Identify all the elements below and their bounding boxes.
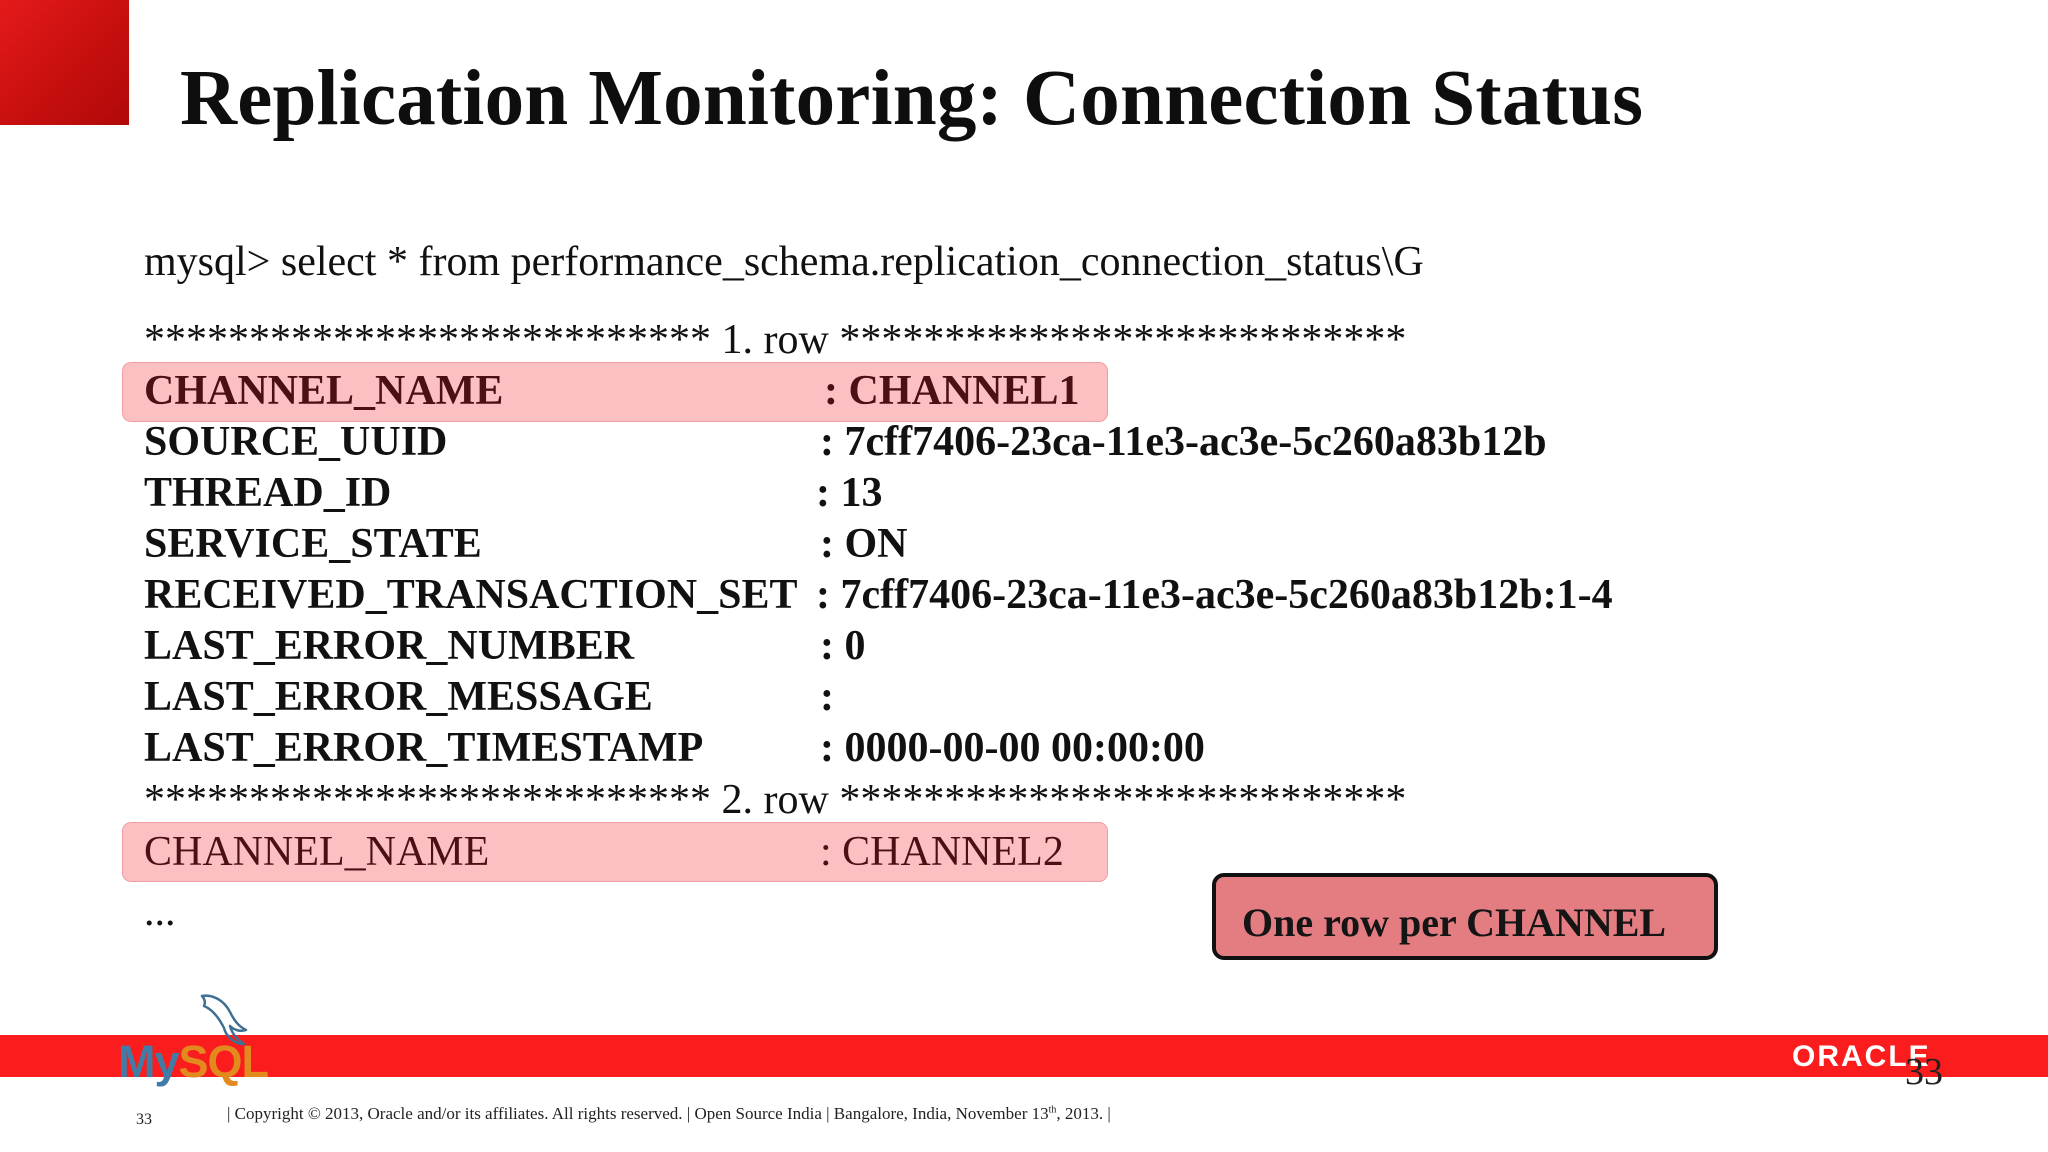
field-value: : 7cff7406-23ca-11e3-ac3e-5c260a83b12b	[820, 419, 1547, 465]
copyright-text: | Copyright © 2013, Oracle and/or its af…	[227, 1104, 1049, 1123]
field-value: : ON	[820, 521, 908, 567]
row-separator-1: *************************** 1. row *****…	[144, 317, 1407, 363]
mysql-wordmark-my: My	[118, 1036, 180, 1087]
page-number: 33	[1905, 1051, 1943, 1093]
field-key: SOURCE_UUID	[144, 419, 448, 465]
field-key: LAST_ERROR_NUMBER	[144, 623, 635, 669]
callout-text: One row per CHANNEL	[1242, 900, 1667, 945]
oracle-logo: ORACLE	[1792, 1040, 1931, 1073]
mysql-wordmark: MySQL	[118, 1036, 270, 1088]
field-key: SERVICE_STATE	[144, 521, 482, 567]
channel1-highlight	[122, 362, 1108, 422]
mysql-logo: MySQL	[118, 990, 269, 1087]
dolphin-icon	[200, 994, 248, 1046]
field-key: RECEIVED_TRANSACTION_SET	[144, 572, 798, 618]
footer-bar	[0, 1035, 2048, 1077]
slide-title: Replication Monitoring: Connection Statu…	[180, 55, 1644, 142]
copyright-text-end: , 2013. |	[1056, 1104, 1111, 1123]
field-key: LAST_ERROR_MESSAGE	[144, 674, 653, 720]
copyright-sup: th	[1048, 1104, 1057, 1116]
more-rows-ellipsis: ...	[144, 889, 176, 935]
field-key: CHANNEL_NAME	[144, 368, 504, 414]
field-value: : 7cff7406-23ca-11e3-ac3e-5c260a83b12b:1…	[816, 572, 1613, 618]
copyright-notice: | Copyright © 2013, Oracle and/or its af…	[227, 1104, 1111, 1124]
field-value: : 0	[820, 623, 866, 669]
channel2-highlight	[122, 822, 1108, 882]
field-value: : 0000-00-00 00:00:00	[820, 725, 1205, 771]
mysql-wordmark-sql: SQL	[178, 1036, 270, 1087]
callout-box: One row per CHANNEL	[1212, 873, 1718, 960]
row-separator-2: *************************** 2. row *****…	[144, 777, 1407, 823]
field-key: CHANNEL_NAME	[144, 829, 490, 875]
page-number-small: 33	[136, 1111, 152, 1128]
corner-accent-block	[0, 0, 129, 125]
field-value: : CHANNEL1	[824, 368, 1080, 414]
field-value: :	[820, 674, 834, 720]
field-key: THREAD_ID	[144, 470, 392, 516]
field-value: : CHANNEL2	[820, 829, 1064, 875]
sql-query: mysql> select * from performance_schema.…	[144, 239, 1424, 285]
field-key: LAST_ERROR_TIMESTAMP	[144, 725, 704, 771]
field-value: : 13	[816, 470, 883, 516]
